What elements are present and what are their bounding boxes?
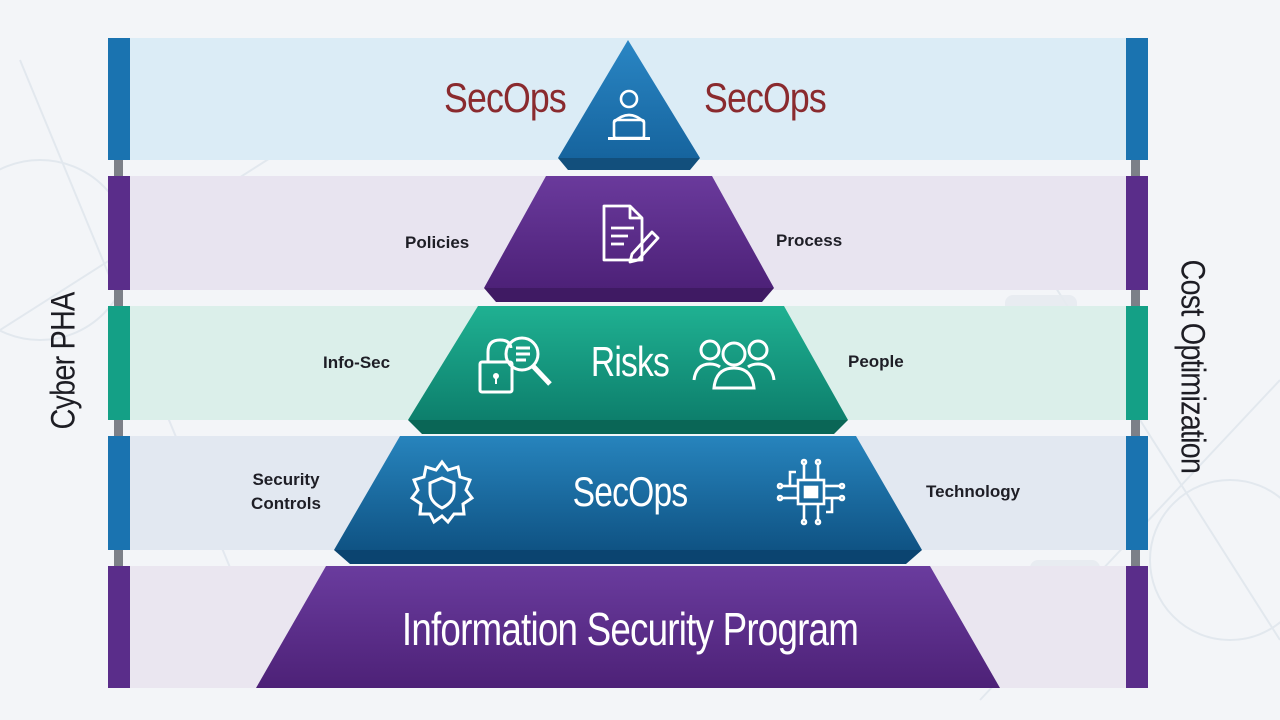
chip-circuit-icon (776, 458, 846, 526)
band-cap-left (108, 566, 130, 688)
lock-search-icon (478, 336, 552, 394)
band-connector (114, 420, 123, 436)
band-connector (1131, 420, 1140, 436)
band-cap-left (108, 176, 130, 290)
right-vertical-label: Cost Optimization (1173, 259, 1212, 474)
pyramid-tier-3-bevel (408, 420, 848, 434)
people-group-icon (692, 339, 776, 390)
tier-4-right-label: Technology (926, 482, 1021, 501)
band-connector (114, 160, 123, 176)
tier-3-right-label: People (848, 352, 904, 371)
pyramid-tier-2 (484, 176, 774, 288)
pyramid-tier-4-bevel (334, 550, 922, 564)
tier-2-left-label: Policies (405, 233, 470, 252)
band-cap-right (1126, 176, 1148, 290)
tier-4-title: SecOps (572, 468, 689, 515)
pyramid-tier-3 (408, 306, 848, 420)
tier-3-title: Risks (590, 338, 670, 385)
band-connector (114, 290, 123, 306)
pyramid-tier-1-bevel (558, 158, 700, 170)
user-laptop-icon (608, 89, 650, 140)
band-cap-right (1126, 566, 1148, 688)
band-cap-left (108, 38, 130, 160)
band-cap-left (108, 436, 130, 550)
pyramid-tier-5 (256, 566, 1000, 688)
band-connector (1131, 550, 1140, 566)
pyramid-tier-2-bevel (484, 288, 774, 302)
tier-2-right-label: Process (776, 231, 843, 250)
tier-4-left-label: Security Controls (251, 470, 321, 513)
band-cap-right (1126, 436, 1148, 550)
band-connector (1131, 290, 1140, 306)
left-vertical-label: Cyber PHA (44, 292, 83, 430)
pyramid-tier-4 (334, 436, 922, 550)
tier-3-left-label: Info-Sec (323, 353, 391, 372)
pyramid-tier-1 (558, 40, 700, 158)
band-connector (1131, 160, 1140, 176)
band-cap-right (1126, 306, 1148, 420)
tier-1-right-label: SecOps (704, 74, 827, 121)
band-cap-left (108, 306, 130, 420)
shield-gear-icon (409, 459, 475, 525)
tier-5-title: Information Security Program (401, 603, 859, 655)
document-edit-icon (602, 204, 660, 264)
band-connector (114, 550, 123, 566)
tier-1-left-label: SecOps (444, 74, 567, 121)
band-cap-right (1126, 38, 1148, 160)
